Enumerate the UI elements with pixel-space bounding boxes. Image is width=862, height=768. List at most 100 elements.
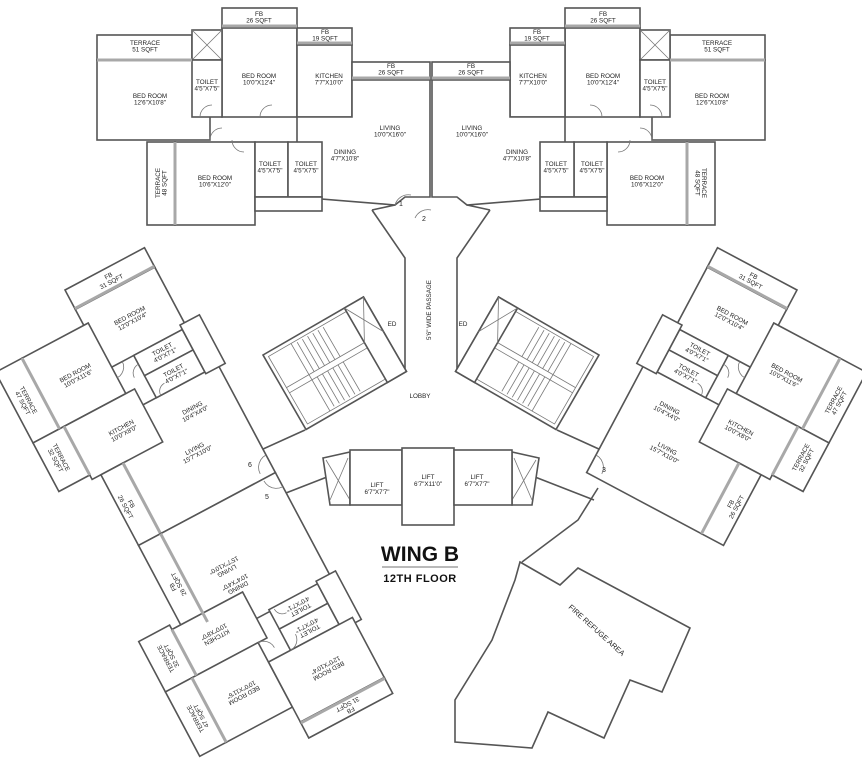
lift-1	[349, 449, 403, 506]
ed-label-left: ED	[388, 321, 397, 328]
room-name: BED ROOM	[198, 175, 232, 182]
door-swing	[117, 361, 125, 379]
room-outline	[164, 676, 228, 758]
room-size: 48 SQFT	[694, 170, 701, 196]
room-name: TOILET	[644, 79, 666, 86]
room-label: TERRACE48 SQFT	[155, 168, 169, 198]
room-size: 4'5"X7'5"	[579, 168, 604, 175]
room-size: 10'0"X16'0"	[456, 132, 488, 139]
lift-3	[453, 449, 513, 506]
room-name: LIVING	[462, 125, 483, 132]
wing-title: WING B	[381, 543, 459, 566]
room-name: BED ROOM	[242, 73, 276, 80]
parapet-rail	[170, 628, 198, 677]
room-name: TERRACE	[155, 168, 162, 198]
room-name: TOILET	[196, 79, 218, 86]
room-size: 26 SQFT	[378, 70, 404, 77]
room-size: 19 SQFT	[312, 36, 338, 43]
fire-refuge-area	[454, 560, 692, 749]
room-size: 26 SQFT	[246, 18, 272, 25]
room-name: DINING	[506, 149, 528, 156]
door-swing	[257, 640, 275, 648]
floor-subtitle: 12TH FLOOR	[383, 573, 456, 585]
lift-core	[322, 447, 540, 526]
room-size: 10'6"X12'0"	[199, 182, 231, 189]
room-size: 12'6"X10'8"	[134, 100, 166, 107]
door-swing	[263, 480, 284, 489]
room-size: 48 SQFT	[162, 170, 169, 196]
room-size: 10'0"X16'0"	[374, 132, 406, 139]
room-outline	[700, 461, 763, 547]
room-size: 51 SQFT	[704, 47, 730, 54]
parapet-rail	[770, 425, 800, 476]
room-name: TERRACE	[702, 40, 732, 47]
room-size: 7'7"X10'0"	[315, 80, 344, 87]
door-swing	[290, 633, 298, 651]
door-number-1: 1	[399, 201, 403, 208]
passage-label: 5'6" WIDE PASSAGE	[426, 280, 433, 340]
parapet-rail	[706, 264, 788, 310]
room-name: BED ROOM	[695, 93, 729, 100]
room-name: FB	[255, 11, 263, 18]
room-size: 10'0"X12'4"	[587, 80, 619, 87]
room-size: 4'5"X7'5"	[257, 168, 282, 175]
room-name: TERRACE	[700, 168, 707, 198]
staircase-left	[262, 296, 408, 431]
room-size: 4'5"X7'5"	[543, 168, 568, 175]
room-name: BED ROOM	[586, 73, 620, 80]
room-size: 51 SQFT	[132, 47, 158, 54]
door-swing	[595, 454, 604, 475]
parapet-rail	[190, 677, 228, 743]
room-size: 7'7"X10'0"	[519, 80, 548, 87]
room-size: 10'0"X12'4"	[243, 80, 275, 87]
room-name: TOILET	[581, 161, 603, 168]
parapet-rail	[159, 532, 209, 623]
room-size: 4'5"X7'5"	[194, 86, 219, 93]
room-size: 10'6"X12'0"	[631, 182, 663, 189]
room-size: 12'6"X10'8"	[696, 100, 728, 107]
room-name: TOILET	[295, 161, 317, 168]
door-swing	[273, 608, 287, 615]
parapet-rail	[74, 264, 156, 310]
lift-2	[401, 447, 455, 526]
room-size: 4'5"X7'5"	[293, 168, 318, 175]
room-size: 4'7"X10'8"	[503, 156, 532, 163]
passage-walls	[371, 194, 491, 372]
room-size: 19 SQFT	[524, 36, 550, 43]
door-number-5: 5	[265, 494, 269, 501]
room-size: 4'7"X10'8"	[331, 156, 360, 163]
door-swing	[159, 382, 165, 396]
parapet-rail	[62, 425, 92, 476]
wing-right	[585, 246, 862, 547]
parapet-rail	[700, 462, 741, 535]
room-name: FB	[748, 271, 758, 281]
door-swing	[697, 382, 703, 396]
